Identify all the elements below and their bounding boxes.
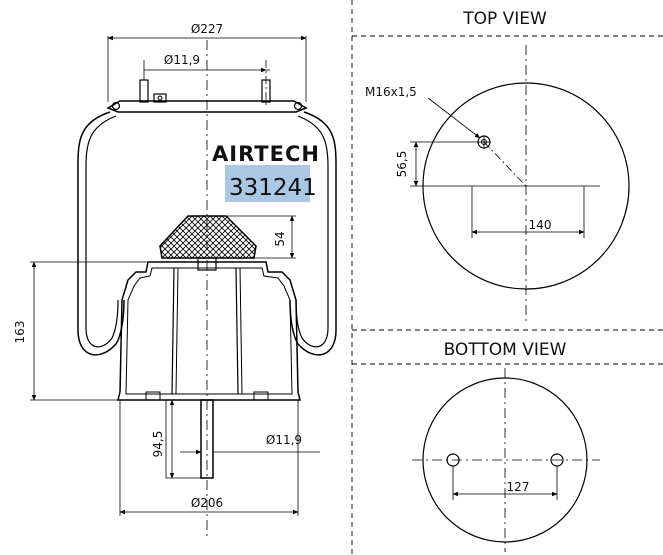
label-body-height: 163 xyxy=(13,321,27,344)
top-plate xyxy=(106,100,308,113)
air-fitting xyxy=(153,93,167,103)
view-frame xyxy=(351,0,663,555)
label-stud-diameter: Ø11,9 xyxy=(164,53,200,67)
bellows-right-inner xyxy=(295,115,329,348)
piston-rib-4 xyxy=(239,267,243,395)
top-stud-left xyxy=(139,79,149,103)
top-plate-rivet-left xyxy=(111,101,121,111)
top-view xyxy=(410,45,630,322)
label-spacing-top: 140 xyxy=(529,218,552,232)
brand-block: AIRTECH 331241 xyxy=(212,142,320,202)
label-bottom-diameter: Ø206 xyxy=(191,496,223,510)
thread-leader xyxy=(427,97,481,139)
piston-rib-3 xyxy=(235,267,239,395)
part-number: 331241 xyxy=(229,175,317,201)
top-view-axis-diagonal xyxy=(483,141,527,187)
label-spacing-bottom: 127 xyxy=(507,480,530,494)
bumper xyxy=(159,215,257,259)
bellows-left-inner xyxy=(85,115,119,348)
bottom-view-title: BOTTOM VIEW xyxy=(444,340,567,360)
top-plate-rivet-right xyxy=(293,101,303,111)
top-view-labels: M16x1,5 56,5 140 xyxy=(365,85,551,232)
bellows-right-outer xyxy=(289,111,337,356)
brand-name: AIRTECH xyxy=(212,142,320,166)
piston-rib-2 xyxy=(175,267,179,395)
piston-rib-1 xyxy=(171,267,175,395)
label-thread: M16x1,5 xyxy=(365,85,417,99)
top-view-title: TOP VIEW xyxy=(462,9,547,29)
piston-body xyxy=(117,261,301,401)
label-offset: 56,5 xyxy=(395,151,409,178)
air-fitting-port xyxy=(157,95,163,101)
piston-bottom-tab-right xyxy=(253,391,269,401)
side-view-dimensions xyxy=(30,35,320,516)
label-top-diameter: Ø227 xyxy=(191,22,223,36)
piston-inner-wall xyxy=(125,267,293,395)
part-number-highlight xyxy=(225,165,310,202)
side-view-labels: Ø227 Ø11,9 54 163 94,5 Ø11,9 Ø206 xyxy=(13,22,302,510)
label-bottom-stud-diameter: Ø11,9 xyxy=(266,433,302,447)
side-view xyxy=(77,40,337,540)
bottom-stud xyxy=(200,399,214,479)
label-piston-height: 54 xyxy=(273,231,287,246)
piston-bottom-tab-left xyxy=(145,391,161,401)
label-bottom-stud-length: 94,5 xyxy=(151,431,165,458)
bottom-view xyxy=(412,368,600,552)
